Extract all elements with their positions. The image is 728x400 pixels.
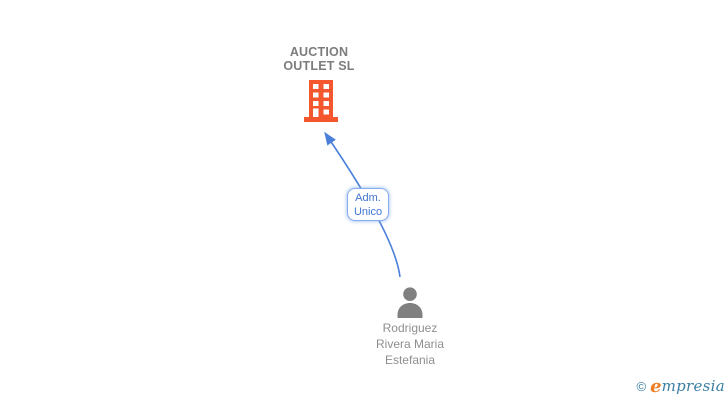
person-icon — [397, 287, 423, 318]
empresia-logo[interactable]: © e mpresia — [637, 375, 725, 397]
brand-text: mpresia — [661, 377, 725, 395]
relationship-label-line2: Unico — [353, 205, 383, 218]
brand-initial: e — [650, 375, 662, 397]
company-name[interactable]: AUCTION OUTLET SL — [283, 45, 355, 73]
company-node[interactable] — [304, 80, 338, 122]
relationship-label[interactable]: Adm. Unico — [347, 188, 389, 221]
building-icon — [304, 80, 338, 122]
person-node[interactable] — [396, 287, 424, 318]
person-name[interactable]: Rodriguez Rivera Maria Estefania — [375, 321, 444, 367]
relationship-label-line1: Adm. — [355, 191, 381, 204]
copyright-icon: © — [636, 378, 647, 394]
